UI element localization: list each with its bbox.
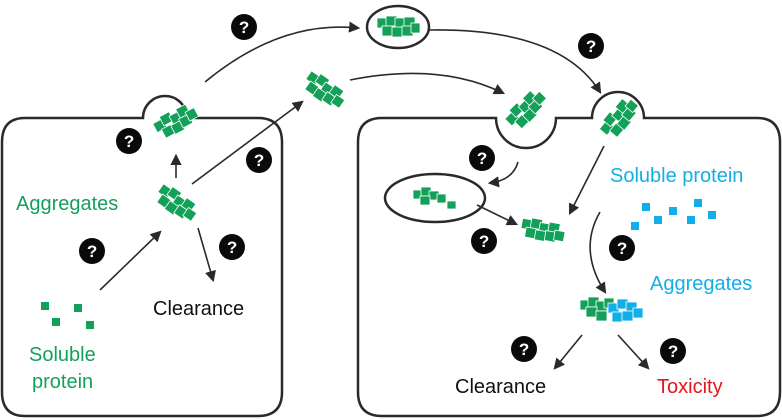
arrow-membrane-to-internal-vesicle — [487, 161, 519, 188]
arrows — [99, 21, 650, 370]
left-cell-membrane — [0, 94, 284, 418]
arrow-aggregates-to-clearance-left — [197, 227, 216, 283]
aggregate-cluster-left — [156, 183, 198, 222]
arrow-soluble-to-aggregates-right — [589, 211, 607, 294]
question-badge-icon: ? — [231, 14, 257, 40]
right-cell-membrane — [356, 90, 782, 418]
arrow-membrane-to-cytosol-right — [568, 145, 605, 215]
svg-text:?: ? — [668, 342, 678, 361]
svg-text:?: ? — [254, 151, 264, 170]
right-soluble-label: Soluble protein — [610, 165, 743, 187]
aggregate-cluster-internal-vesicle — [412, 186, 457, 210]
soluble-monomers-right — [631, 199, 716, 230]
svg-text:?: ? — [519, 340, 529, 359]
svg-text:?: ? — [617, 239, 627, 258]
aggregate-cluster-right-membrane-left — [504, 90, 548, 130]
svg-text:?: ? — [227, 238, 237, 257]
aggregate-cluster-extracellular — [304, 70, 346, 109]
left-clearance-label: Clearance — [153, 298, 244, 320]
svg-text:?: ? — [479, 232, 489, 251]
question-badge-icon: ? — [116, 128, 142, 154]
arrow-aggregates-to-toxicity — [617, 334, 650, 370]
question-badges: ? ? ? ? ? ? ? ? ? ? ? — [79, 14, 686, 364]
aggregate-cluster-right-membrane-right — [598, 97, 640, 138]
arrow-soluble-to-aggregates-left — [99, 230, 162, 291]
question-badge-icon: ? — [578, 33, 604, 59]
arrow-aggregates-to-extracellular — [191, 100, 304, 185]
question-badge-icon: ? — [246, 147, 272, 173]
left-aggregates-label: Aggregates — [16, 193, 118, 215]
toxicity-label: Toxicity — [657, 376, 723, 398]
soluble-monomers-left — [41, 302, 94, 329]
aggregate-cluster-top-vesicle — [376, 15, 421, 38]
svg-text:?: ? — [239, 18, 249, 37]
arrow-free-aggregates-to-right-membrane — [349, 72, 506, 95]
arrow-vesicle-to-cytosol — [476, 204, 519, 226]
arrow-membrane-to-vesicle — [204, 21, 361, 83]
svg-text:?: ? — [586, 37, 596, 56]
right-clearance-label: Clearance — [455, 376, 546, 398]
mixed-aggregate-cluster — [579, 296, 644, 323]
left-soluble-label-line1: Soluble — [29, 344, 96, 366]
question-badge-icon: ? — [469, 145, 495, 171]
extracellular-vesicle — [365, 4, 431, 50]
question-badge-icon: ? — [660, 338, 686, 364]
endocytic-vesicle — [383, 172, 487, 224]
aggregate-cluster-right-cytosol — [520, 217, 566, 243]
question-badge-icon: ? — [511, 336, 537, 362]
aggregate-cluster-left-membrane — [152, 103, 200, 139]
question-badge-icon: ? — [219, 234, 245, 260]
left-soluble-label-line2: protein — [32, 371, 93, 393]
arrow-vesicle-to-right-cell — [429, 29, 602, 94]
right-aggregates-label: Aggregates — [650, 273, 752, 295]
svg-text:?: ? — [477, 149, 487, 168]
svg-text:?: ? — [124, 132, 134, 151]
question-badge-icon: ? — [79, 238, 105, 264]
svg-text:?: ? — [87, 242, 97, 261]
question-badge-icon: ? — [471, 228, 497, 254]
arrow-aggregates-to-clearance-right — [553, 334, 583, 370]
question-badge-icon: ? — [609, 235, 635, 261]
